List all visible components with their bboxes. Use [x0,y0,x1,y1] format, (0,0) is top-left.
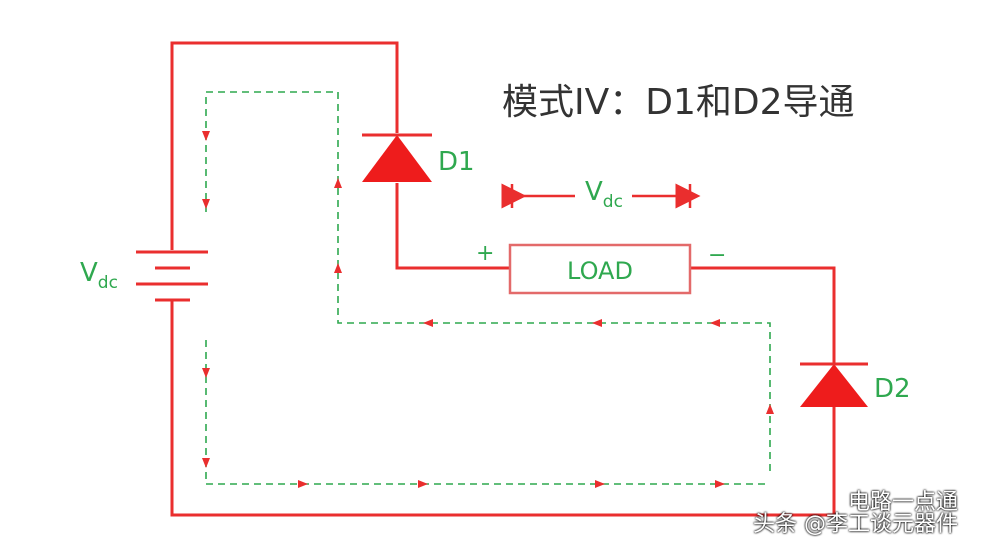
source-voltage-sub: dc [98,273,118,293]
arrow-right [418,480,428,488]
load-minus-sign: − [708,243,726,268]
diode-d2 [800,362,868,407]
current-direction-arrows [202,131,774,488]
current-path-lower [205,340,770,485]
diode-d1 [362,133,432,182]
arrow-right [715,480,725,488]
watermark-channel: 电路一点通 [848,490,959,515]
arrow-down [202,131,210,141]
arrow-right [595,480,605,488]
battery-symbol [136,250,208,302]
circuit-wires [170,41,836,517]
voltage-span-indicator [501,183,701,209]
load-resistor [508,243,692,295]
load-label: LOAD [567,257,633,285]
diode1-label: D1 [438,147,475,177]
wire-load-to-d2 [690,266,836,365]
arrow-up [334,178,342,188]
load-plus-sign: + [476,241,494,266]
source-voltage-main: V [80,258,98,288]
arrow-left [592,319,602,327]
diagram-title: 模式IV：D1和D2导通 [502,82,855,123]
arrow-right [298,480,308,488]
wire-top-left [170,41,399,250]
arrow-left [710,319,720,327]
load-voltage-main: V [585,177,603,207]
current-paths [205,91,771,485]
diode2-label: D2 [874,374,911,404]
arrow-down [202,368,210,378]
arrow-down [202,458,210,468]
arrow-left [423,319,433,327]
wire-bottom-return [170,300,836,517]
source-voltage-label: Vdc [80,258,118,293]
load-voltage-label: Vdc [585,177,623,212]
current-path-upper [205,91,771,475]
arrow-up [334,263,342,273]
wire-d1-to-load [395,183,510,270]
arrow-down [202,199,210,209]
arrow-up [766,404,774,414]
load-voltage-sub: dc [603,192,623,212]
watermark-author: 头条 @李工谈元器件 [753,512,958,537]
